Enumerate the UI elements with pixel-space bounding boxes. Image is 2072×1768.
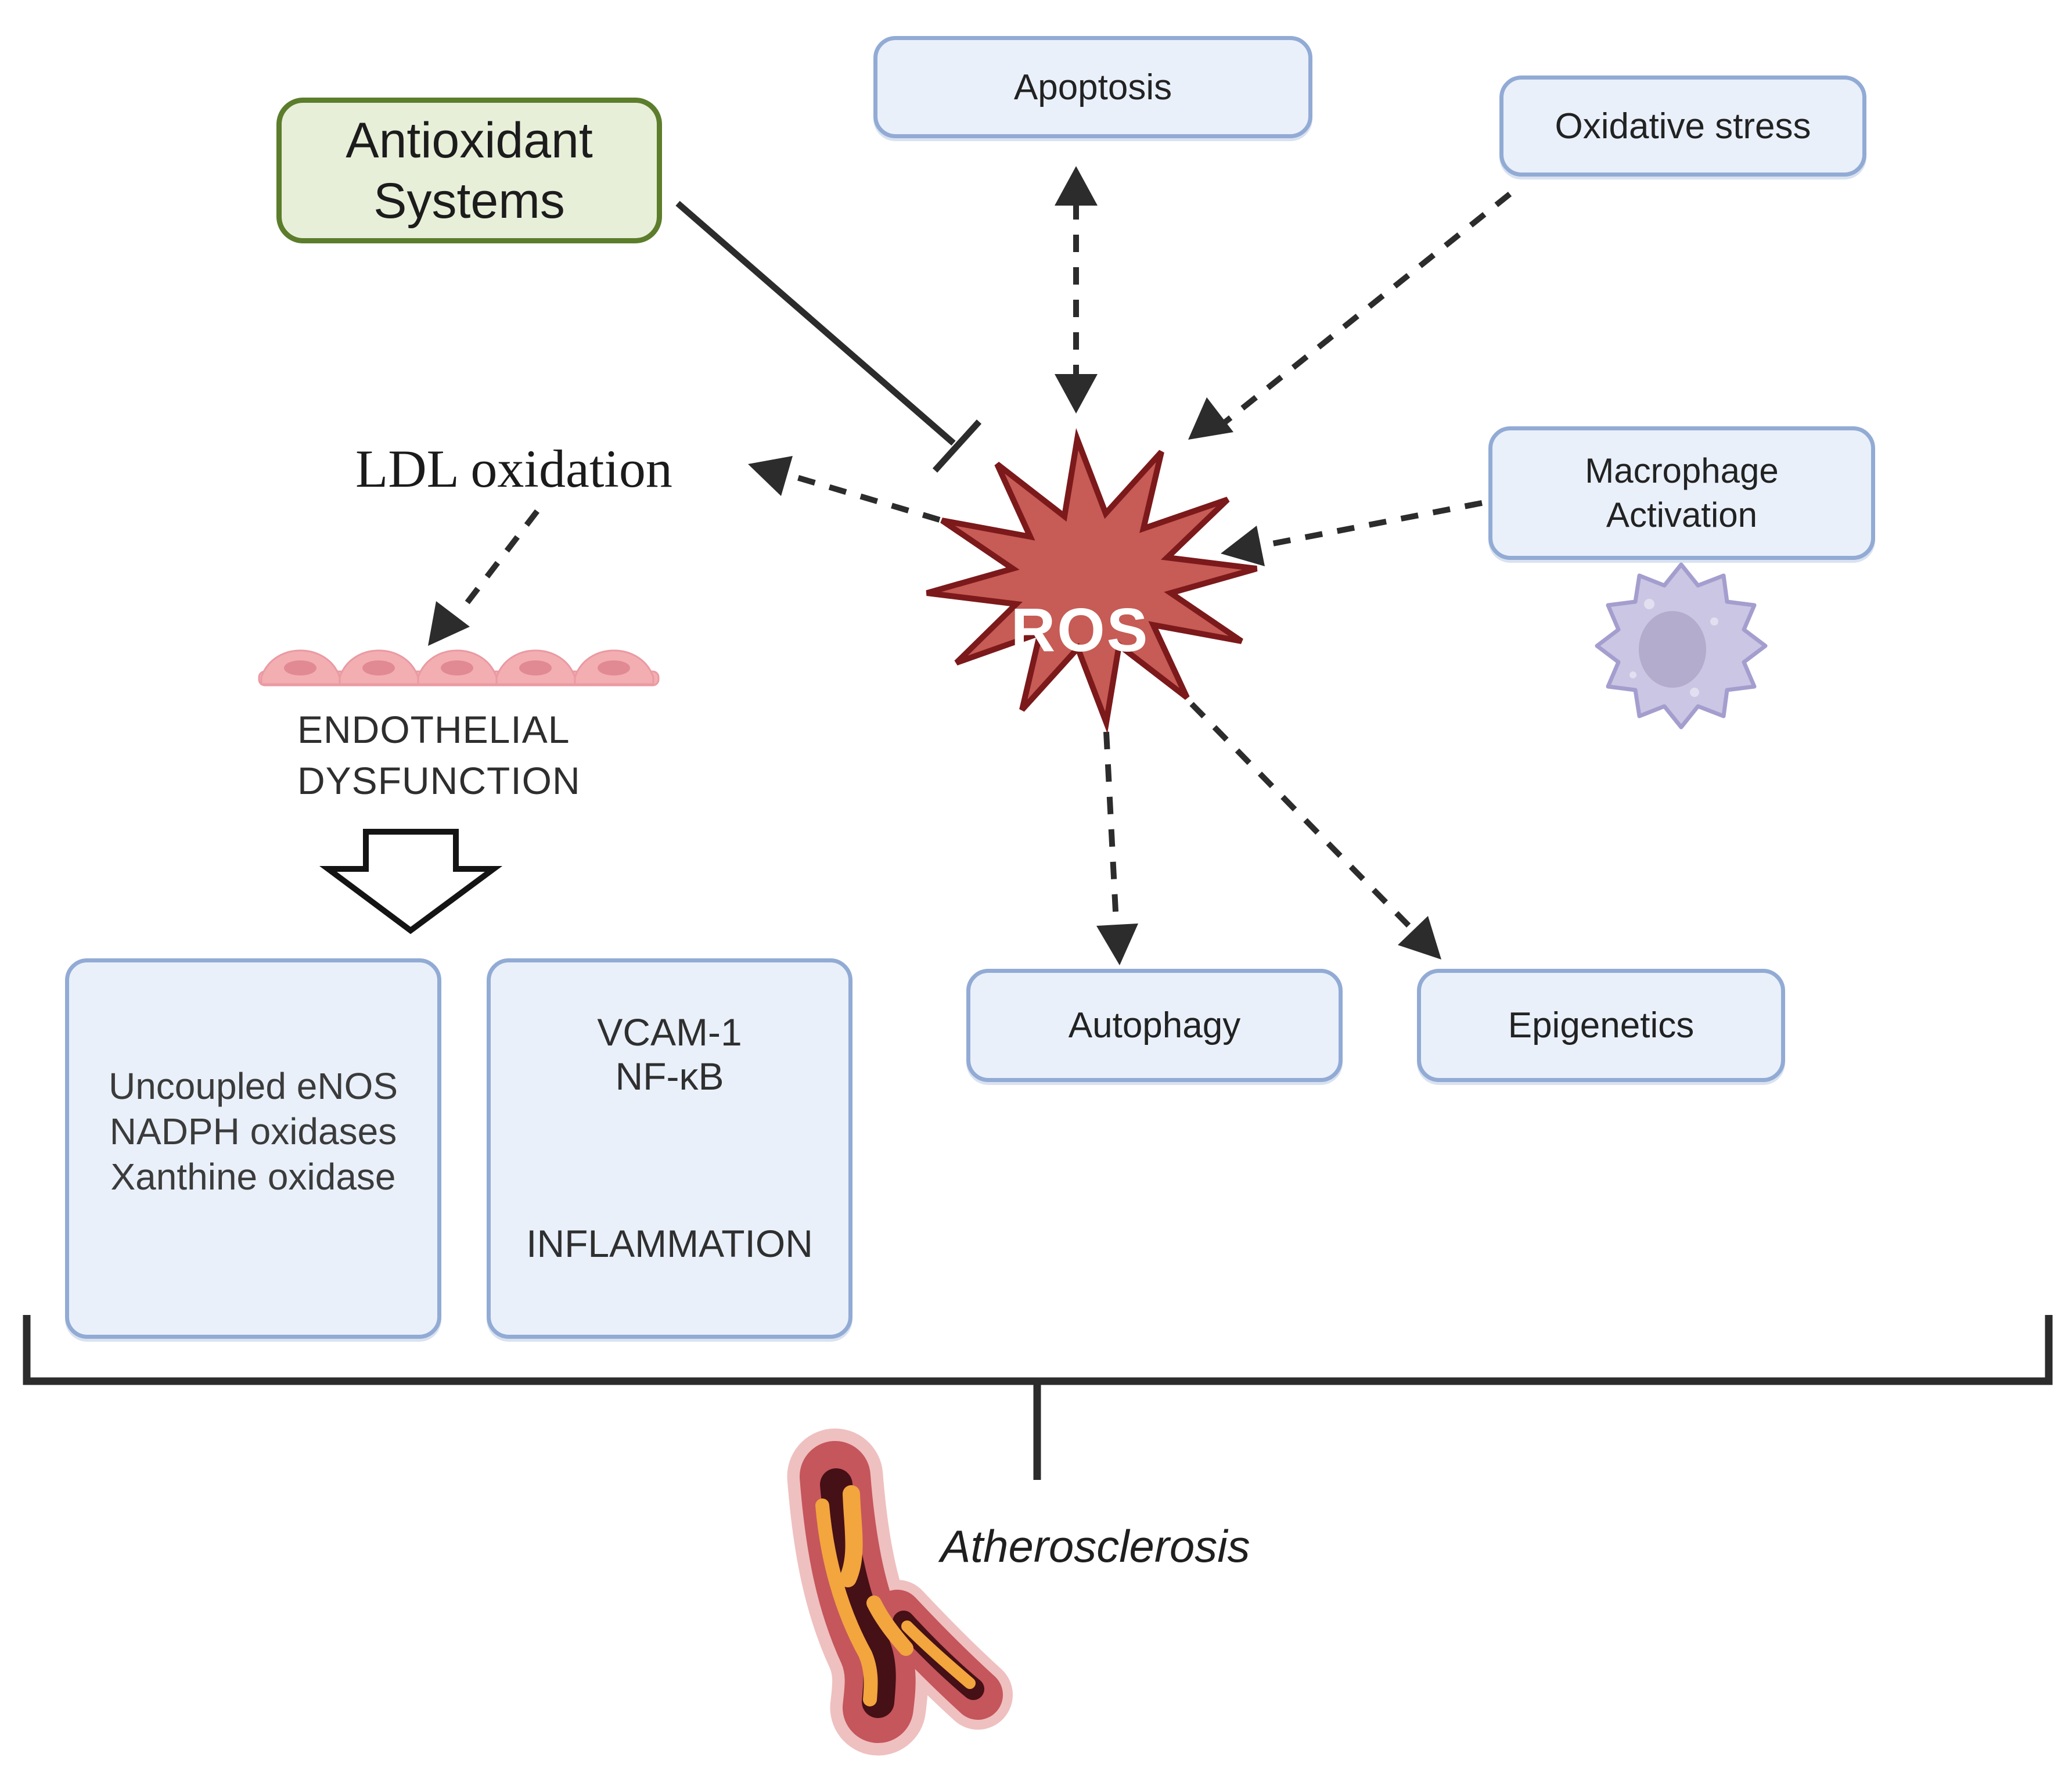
- endothelial-dysfunction-label: ENDOTHELIAL DYSFUNCTION: [297, 708, 581, 802]
- endothelial-cells-illustration: [258, 649, 660, 687]
- ros-starburst-shape: [926, 427, 1258, 734]
- node-label: Uncoupled eNOS: [108, 1065, 398, 1107]
- node-label: Xanthine oxidase: [110, 1155, 396, 1198]
- ros-to-epigenetics-dashed-arrow: [1189, 702, 1441, 960]
- node-oxidative-stress: Oxidative stress: [1499, 76, 1866, 177]
- node-label: Systems: [373, 173, 565, 229]
- macrophage-cell-illustration: [1595, 562, 1768, 730]
- node-vcam-inflammation: VCAM-1 NF-κB INFLAMMATION: [487, 958, 852, 1339]
- oxidative-stress-to-ros-dashed-arrow: [1188, 192, 1512, 440]
- node-label: Activation: [1606, 495, 1758, 534]
- ros-to-ldl-dashed-arrow: [748, 456, 941, 523]
- node-label: Epigenetics: [1508, 1005, 1695, 1045]
- node-label: Antioxidant: [346, 112, 593, 168]
- artery-illustration: [787, 1428, 1013, 1756]
- ros-label: ROS: [1010, 596, 1150, 664]
- node-label: Autophagy: [1068, 1005, 1241, 1045]
- node-oxidase-sources: Uncoupled eNOS NADPH oxidases Xanthine o…: [65, 958, 441, 1339]
- node-label: INFLAMMATION: [526, 1222, 813, 1265]
- ldl-oxidation-label: LDL oxidation: [355, 439, 672, 498]
- macrophage-to-ros-dashed-arrow: [1221, 500, 1483, 566]
- node-apoptosis: Apoptosis: [873, 36, 1312, 138]
- node-label: NADPH oxidases: [109, 1110, 397, 1152]
- node-label: NF-κB: [615, 1055, 724, 1098]
- endothelial-consequence-block-arrow: [319, 829, 503, 935]
- antioxidant-inhibition-line: [675, 200, 982, 473]
- ros-apoptosis-dashed-double-arrow: [1055, 166, 1098, 414]
- ros-to-autophagy-dashed-arrow: [1096, 731, 1138, 965]
- atherosclerosis-label: Atherosclerosis: [940, 1521, 1250, 1572]
- node-label: Apoptosis: [1013, 67, 1172, 107]
- node-label: VCAM-1: [597, 1011, 742, 1054]
- node-macrophage-activation: Macrophage Activation: [1488, 426, 1875, 560]
- node-autophagy: Autophagy: [966, 969, 1343, 1082]
- node-antioxidant-systems: Antioxidant Systems: [276, 98, 662, 243]
- node-label: Oxidative stress: [1555, 106, 1811, 146]
- node-epigenetics: Epigenetics: [1417, 969, 1785, 1082]
- ldl-to-endothelium-dashed-arrow: [428, 509, 539, 646]
- summary-bracket: [23, 1315, 2053, 1480]
- node-label: Macrophage: [1585, 451, 1779, 490]
